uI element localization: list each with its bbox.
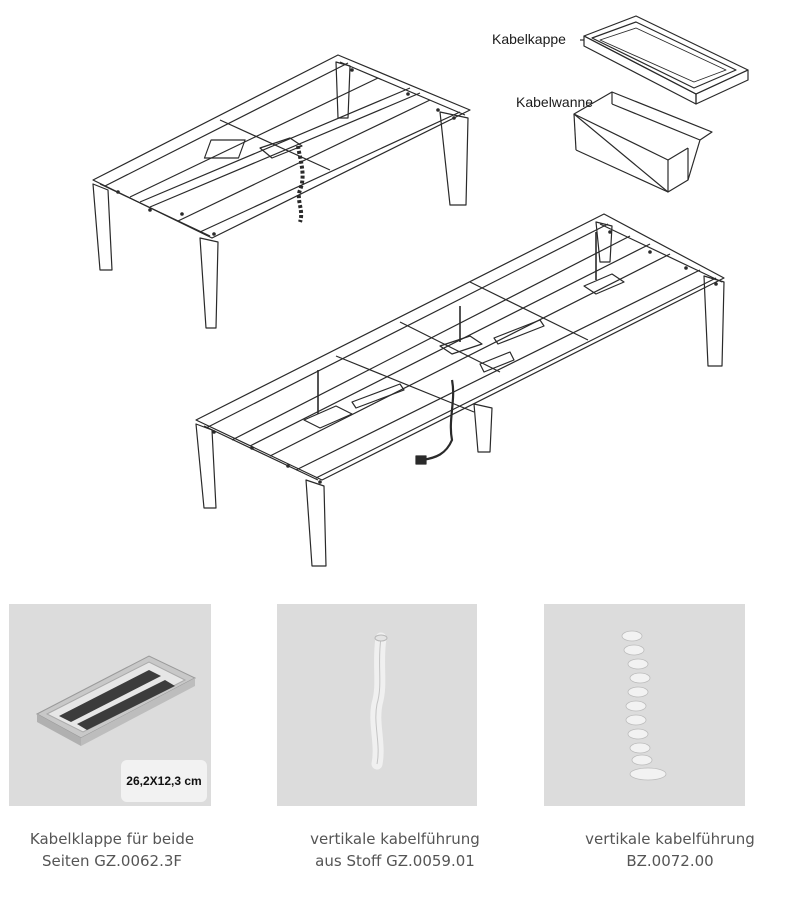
caption-cable-flap-line1: Kabelklappe für beide <box>29 830 195 848</box>
caption-vertical-cable-guide: vertikale kabelführung BZ.0072.00 <box>552 828 788 872</box>
cable-tray-label: Kabelwanne <box>516 94 594 110</box>
product-card-vertical-cable-guide[interactable] <box>544 604 745 806</box>
small-table-drawing <box>92 54 471 329</box>
caption-fabric-cable-guide: vertikale kabelführung aus Stoff GZ.0059… <box>270 828 520 872</box>
assembly-drawing <box>92 15 749 567</box>
caption-vertical-cable-guide-line1: vertikale kabelführung <box>585 830 755 848</box>
product-card-fabric-cable-guide[interactable] <box>277 604 477 806</box>
caption-fabric-cable-guide-line1: vertikale kabelführung <box>310 830 480 848</box>
cable-cap-label: Kabelkappe <box>492 31 566 47</box>
size-badge: 26,2X12,3 cm <box>121 760 207 802</box>
caption-cable-flap: Kabelklappe für beide Seiten GZ.0062.3F <box>0 828 224 872</box>
cable-tray-drawing <box>573 91 713 193</box>
caption-fabric-cable-guide-line2: aus Stoff GZ.0059.01 <box>315 852 475 870</box>
fabric-cable-guide-image <box>370 632 388 770</box>
cable-cap-drawing <box>580 15 749 105</box>
product-card-cable-flap[interactable]: 26,2X12,3 cm <box>9 604 211 806</box>
vertical-cable-guide-image <box>621 630 667 781</box>
large-table-drawing <box>195 213 725 567</box>
cable-flap-image <box>35 655 197 746</box>
caption-cable-flap-line2: Seiten GZ.0062.3F <box>41 852 183 870</box>
caption-vertical-cable-guide-line2: BZ.0072.00 <box>626 852 714 870</box>
